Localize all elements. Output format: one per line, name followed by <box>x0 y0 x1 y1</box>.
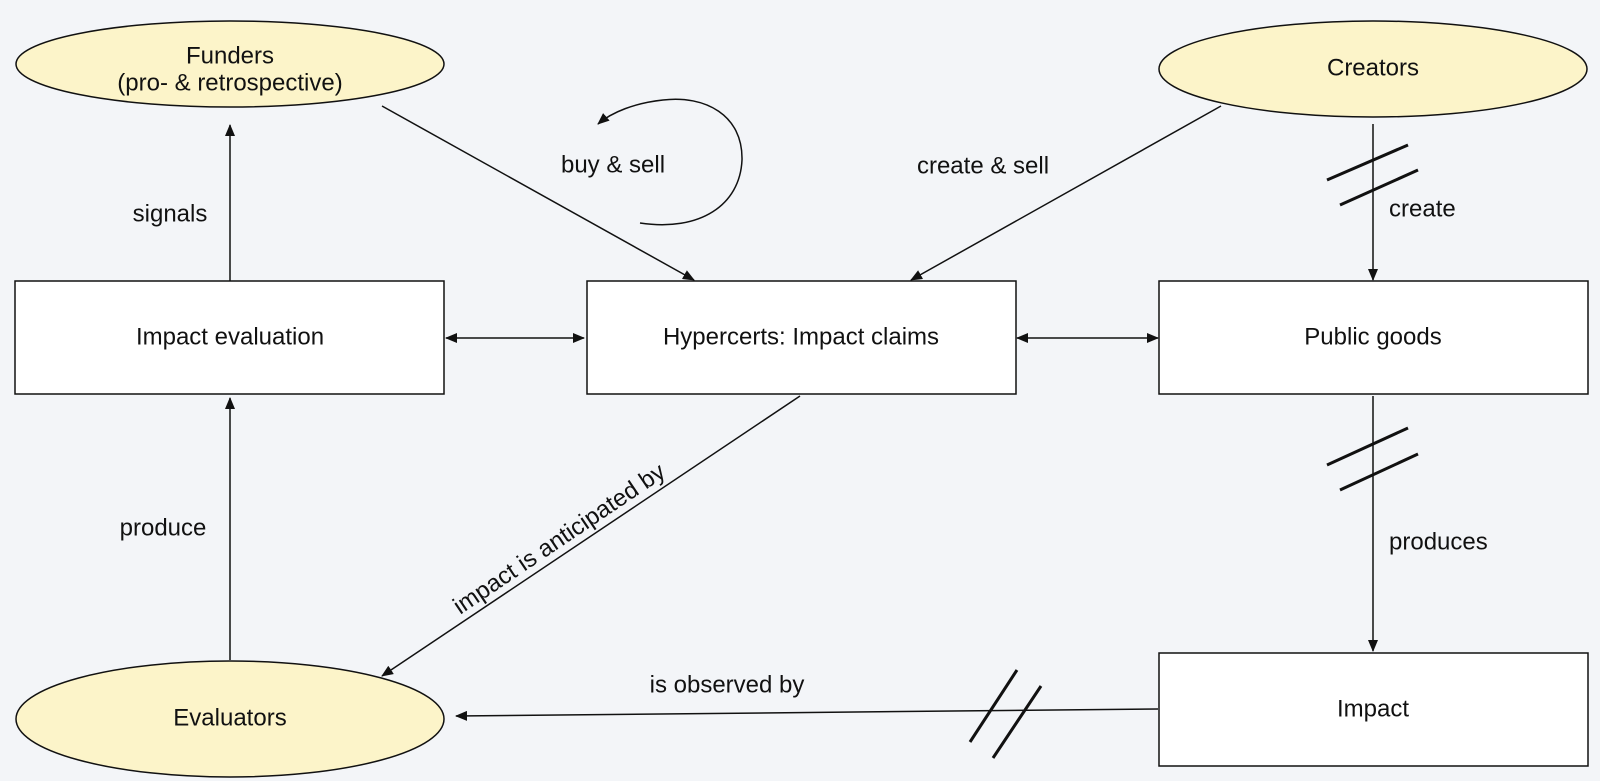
edge-label-impact-anticipated: impact is anticipated by <box>448 458 670 620</box>
tick-create-1 <box>1326 143 1409 182</box>
tick-produces-2 <box>1339 452 1419 492</box>
tick-create-2 <box>1339 168 1419 207</box>
node-impact-evaluation: Impact evaluation <box>14 280 445 395</box>
edge-label-produce: produce <box>120 514 207 541</box>
edge-label-produces: produces <box>1389 528 1488 555</box>
funders-label-line2: (pro- & retrospective) <box>117 69 342 96</box>
node-impact: Impact <box>1158 652 1589 767</box>
hypercerts-label: Hypercerts: Impact claims <box>663 323 939 350</box>
node-creators: Creators <box>1158 20 1588 118</box>
tick-observed-1 <box>968 669 1019 743</box>
evaluators-label: Evaluators <box>173 704 286 731</box>
funders-label-line1: Funders <box>186 42 274 69</box>
edge-buy-sell-loop <box>597 98 743 226</box>
node-funders: Funders (pro- & retrospective) <box>15 20 445 108</box>
edge-label-buy-sell: buy & sell <box>561 151 665 178</box>
edge-funders-to-hypercerts <box>381 105 695 281</box>
impact-evaluation-label: Impact evaluation <box>136 323 324 350</box>
creators-label: Creators <box>1327 54 1419 81</box>
node-public-goods: Public goods <box>1158 280 1589 395</box>
edge-hypercerts-to-evaluators <box>381 395 801 677</box>
tick-produces-1 <box>1326 426 1409 467</box>
public-goods-label: Public goods <box>1304 323 1441 350</box>
edge-label-is-observed-by: is observed by <box>650 671 805 698</box>
delay-marks <box>968 143 1419 759</box>
impact-label: Impact <box>1337 695 1409 722</box>
edge-labels: signals buy & sell create & sell create … <box>120 151 1488 698</box>
node-evaluators: Evaluators <box>15 660 445 778</box>
edge-label-signals: signals <box>133 200 208 227</box>
node-hypercerts: Hypercerts: Impact claims <box>586 280 1017 395</box>
tick-observed-2 <box>991 685 1043 759</box>
edge-label-create-sell: create & sell <box>917 152 1049 179</box>
edges <box>225 98 1378 721</box>
edge-creators-to-hypercerts <box>910 105 1222 281</box>
edge-impact-to-evaluators <box>455 708 1159 721</box>
edge-label-create: create <box>1389 195 1456 222</box>
